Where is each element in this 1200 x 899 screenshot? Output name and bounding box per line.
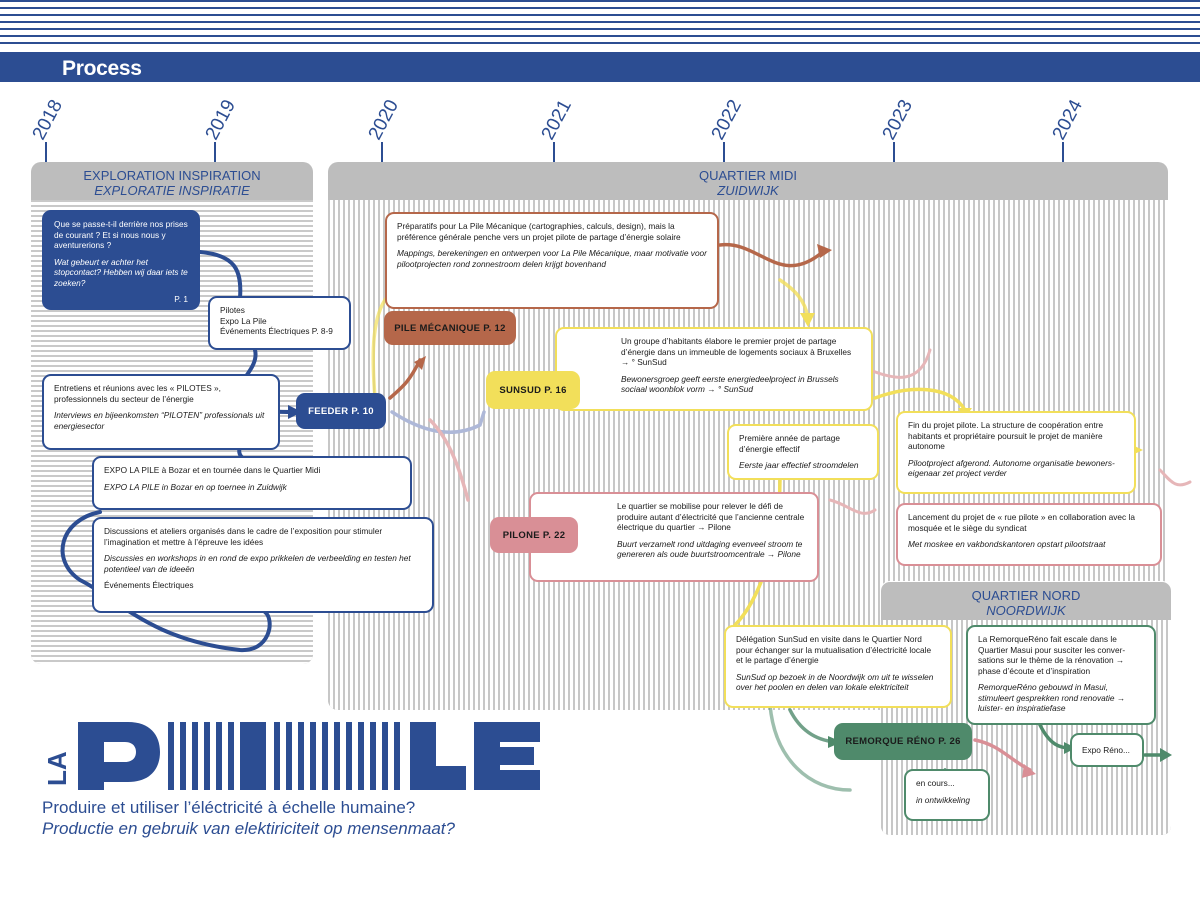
card-text-fr: Première année de partage d’énergie effe… bbox=[739, 433, 841, 454]
card-text: Expo Réno... bbox=[1082, 745, 1130, 755]
card-text-nl: RemorqueRéno gebouwd in Masui, stimuleer… bbox=[978, 682, 1126, 713]
card-question: Que se passe-t-il derrière nos prises de… bbox=[42, 210, 200, 310]
card-preparatifs: Préparatifs pour La Pile Mécanique (cart… bbox=[385, 212, 719, 309]
card-encours: en cours... in ontwikkeling bbox=[904, 769, 990, 821]
arrow-faded-green bbox=[768, 703, 852, 792]
page-ref: P. 1 bbox=[174, 294, 188, 304]
card-text-fr: en cours... bbox=[916, 778, 955, 788]
arrow-preparatifs-end bbox=[718, 243, 827, 268]
section-title-nl: EXPLORATIE INSPIRATIE bbox=[94, 183, 250, 198]
year-tick bbox=[214, 142, 216, 164]
card-text-fr: Fin du projet pilote. La structure de co… bbox=[908, 420, 1104, 451]
card-line: Événements Électriques P. 8-9 bbox=[220, 326, 333, 336]
arrow-sunsud-fin bbox=[873, 387, 967, 412]
card-text-fr: Discussions et ateliers organisés dans l… bbox=[104, 526, 383, 547]
year-tick bbox=[893, 142, 895, 164]
card-text-nl: EXPO LA PILE in Bozar en op toernee in Z… bbox=[104, 481, 287, 492]
year-tick bbox=[45, 142, 47, 164]
card-sunsud: Un groupe d’habitants élabore le premier… bbox=[555, 327, 873, 411]
card-discussions: Discussions et ateliers organisés dans l… bbox=[92, 517, 434, 613]
year-tick bbox=[381, 142, 383, 164]
card-entretiens: Entretiens et réunions avec les « PILOTE… bbox=[42, 374, 280, 450]
year-tick bbox=[553, 142, 555, 164]
pill-pilone: PILONE P. 22 bbox=[490, 517, 578, 553]
card-text-nl: Buurt verzamelt rond uitdaging evenveel … bbox=[617, 538, 803, 560]
card-text-fr: Un groupe d’habitants élabore le premier… bbox=[621, 336, 852, 367]
pill-pile-mecanique: PILE MÉCANIQUE P. 12 bbox=[384, 311, 516, 345]
arrowhead bbox=[817, 244, 832, 258]
card-text-nl: Wat gebeurt er achter het stopcontact? H… bbox=[54, 256, 188, 288]
card-text-extra: Événements Électriques bbox=[104, 580, 194, 590]
card-remorque: La RemorqueRéno fait escale dans le Quar… bbox=[966, 625, 1156, 725]
card-text-fr: Préparatifs pour La Pile Mécanique (cart… bbox=[397, 221, 681, 242]
card-text-fr: Que se passe-t-il derrière nos prises de… bbox=[54, 219, 188, 250]
pill-sunsud: SUNSUD P. 16 bbox=[486, 371, 580, 409]
arrow-lancement-continue bbox=[1158, 468, 1192, 487]
card-text-fr: La RemorqueRéno fait escale dans le Quar… bbox=[978, 634, 1126, 676]
card-lancement: Lancement du projet de « rue pilote » en… bbox=[896, 503, 1162, 566]
page-title: Process bbox=[62, 57, 142, 80]
card-expo: EXPO LA PILE à Bozar et en tournée dans … bbox=[92, 456, 412, 510]
section-title: QUARTIER MIDI ZUIDWIJK bbox=[328, 168, 1168, 198]
section-title: EXPLORATION INSPIRATION EXPLORATIE INSPI… bbox=[31, 168, 313, 198]
card-text-nl: SunSud op bezoek in de Noordwijk om uit … bbox=[736, 671, 934, 693]
card-line: Pilotes bbox=[220, 305, 245, 315]
card-text-nl: Bewonersgroep geeft eerste energiedeelpr… bbox=[621, 373, 839, 395]
arrowhead bbox=[1022, 764, 1036, 778]
card-text-fr: Lancement du projet de « rue pilote » en… bbox=[908, 512, 1135, 533]
pill-feeder: FEEDER P. 10 bbox=[296, 393, 386, 429]
section-title-fr: QUARTIER MIDI bbox=[699, 168, 797, 183]
card-pilotes: Pilotes Expo La Pile Événements Électriq… bbox=[208, 296, 351, 350]
card-text-nl: Discussies en workshops in en rond de ex… bbox=[104, 553, 411, 574]
tagline-fr: Produire et utiliser l’éléctricité à éch… bbox=[42, 798, 416, 817]
arrow-feeder-pilone bbox=[428, 418, 470, 502]
section-title-nl: NOORDWIJK bbox=[986, 603, 1066, 618]
tagline-nl: Productie en gebruik van elektiriciteit … bbox=[42, 819, 455, 838]
arrow-question-pilotes bbox=[198, 250, 243, 300]
card-text-nl: Interviews en bijeenkomsten “PILOTEN” pr… bbox=[54, 410, 265, 431]
section-title-fr: QUARTIER NORD bbox=[971, 588, 1081, 603]
card-text-nl: Eerste jaar effectief stroomdelen bbox=[739, 460, 859, 470]
section-title-fr: EXPLORATION INSPIRATION bbox=[83, 168, 261, 183]
card-text-fr: EXPO LA PILE à Bozar et en tournée dans … bbox=[104, 465, 321, 475]
card-delegation: Délégation SunSud en visite dans le Quar… bbox=[724, 625, 952, 708]
card-line: Expo La Pile bbox=[220, 315, 267, 326]
year-tick bbox=[1062, 142, 1064, 164]
card-premiere: Première année de partage d’énergie effe… bbox=[727, 424, 879, 480]
arrowhead bbox=[1160, 748, 1172, 762]
card-text-nl: Met moskee en vakbondskantoren opstart p… bbox=[908, 539, 1106, 549]
pill-remorque-reno: REMORQUE RÉNO P. 26 bbox=[834, 723, 972, 760]
year-tick bbox=[723, 142, 725, 164]
header-bar bbox=[0, 52, 1200, 82]
card-text-fr: Entretiens et réunions avec les « PILOTE… bbox=[54, 383, 221, 404]
section-title: QUARTIER NORD NOORDWIJK bbox=[881, 588, 1171, 618]
card-fin: Fin du projet pilote. La structure de co… bbox=[896, 411, 1136, 494]
arrowhead bbox=[414, 356, 426, 370]
arrow-pilone-lancement bbox=[828, 498, 877, 515]
header-stripes bbox=[0, 0, 1200, 48]
card-text-nl: Mappings, berekeningen en ontwerpen voor… bbox=[397, 248, 707, 269]
card-text-fr: Le quartier se mobilise pour relever le … bbox=[617, 501, 805, 532]
card-expo-reno: Expo Réno... bbox=[1070, 733, 1144, 767]
section-title-nl: ZUIDWIJK bbox=[717, 183, 779, 198]
card-text-fr: Délégation SunSud en visite dans le Quar… bbox=[736, 634, 932, 665]
card-text-nl: in ontwikkeling bbox=[916, 794, 970, 805]
arrowhead bbox=[288, 405, 302, 419]
arrow-faded-pink bbox=[868, 348, 932, 379]
arrowhead bbox=[800, 313, 815, 327]
card-text-nl: Pilootproject afgerond. Autonome organis… bbox=[908, 457, 1115, 479]
